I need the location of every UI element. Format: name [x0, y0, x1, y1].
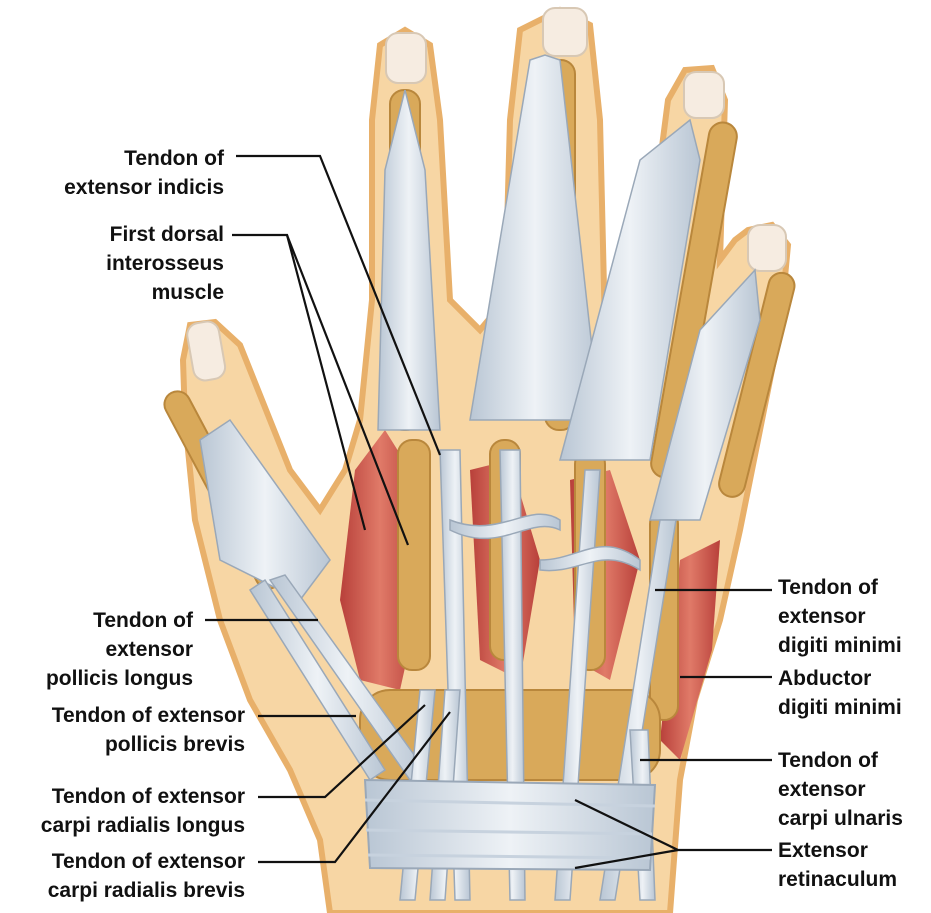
tendons — [199, 54, 761, 901]
label-tendon-extensor-carpi-radialis-brevis: Tendon of extensor carpi radialis brevis — [47, 850, 245, 902]
label-tendon-extensor-digiti-minimi: Tendon of extensor digiti minimi — [778, 576, 902, 657]
label-first-dorsal-interosseus: First dorsal interosseus muscle — [106, 223, 224, 304]
label-tendon-extensor-indicis: Tendon of extensor indicis — [64, 147, 224, 199]
leader-lines — [205, 154, 772, 870]
label-tendon-extensor-carpi-ulnaris: Tendon of extensor carpi ulnaris — [778, 749, 903, 830]
fingernails — [186, 7, 787, 382]
label-abductor-digiti-minimi: Abductor digiti minimi — [778, 667, 902, 719]
label-tendon-extensor-pollicis-brevis: Tendon of extensor pollicis brevis — [51, 704, 245, 756]
label-tendon-extensor-pollicis-longus: Tendon of extensor pollicis longus — [45, 609, 193, 690]
label-tendon-extensor-carpi-radialis-longus: Tendon of extensor carpi radialis longus — [40, 785, 245, 837]
extensor-retinaculum-band — [363, 778, 657, 872]
label-extensor-retinaculum: Extensor retinaculum — [778, 839, 898, 891]
